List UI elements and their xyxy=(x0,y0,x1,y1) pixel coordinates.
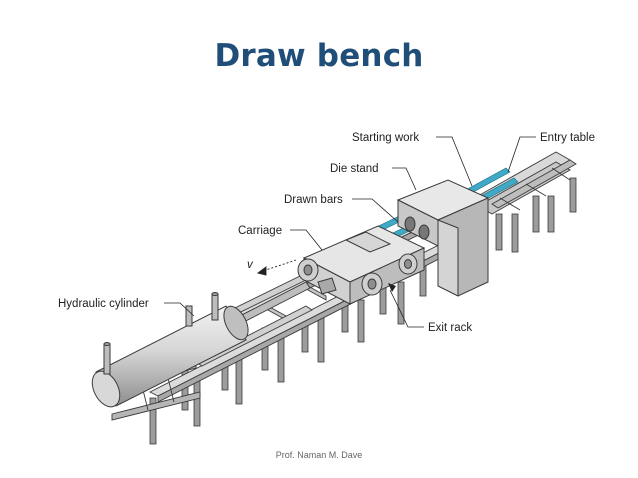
leader-lines xyxy=(164,136,536,328)
label-velocity: v xyxy=(247,259,254,271)
leader-die-stand xyxy=(392,167,417,191)
slide-footer: Prof. Naman M. Dave xyxy=(275,450,363,460)
leader-starting-work xyxy=(436,136,473,187)
label-entry-table: Entry table xyxy=(540,132,595,144)
label-die-stand: Die stand xyxy=(330,163,379,175)
velocity-arrow xyxy=(256,259,297,276)
leader-drawn-bars xyxy=(352,198,399,223)
exit-rack-arrowhead xyxy=(388,283,396,292)
label-drawn-bars: Drawn bars xyxy=(284,194,343,206)
slide-title: Draw bench xyxy=(214,38,424,74)
leader-carriage xyxy=(290,229,323,251)
die-stand xyxy=(396,179,490,297)
carriage xyxy=(297,225,426,305)
entry-table xyxy=(477,151,577,215)
leader-exit-rack xyxy=(389,289,424,328)
label-carriage: Carriage xyxy=(238,225,282,237)
label-starting-work: Starting work xyxy=(352,132,419,144)
label-hydraulic-cylinder: Hydraulic cylinder xyxy=(58,298,149,310)
leader-hydraulic-cylinder xyxy=(164,302,195,317)
hydraulic-cylinder xyxy=(91,292,249,408)
leader-entry-table xyxy=(507,136,536,173)
label-exit-rack: Exit rack xyxy=(428,322,472,334)
